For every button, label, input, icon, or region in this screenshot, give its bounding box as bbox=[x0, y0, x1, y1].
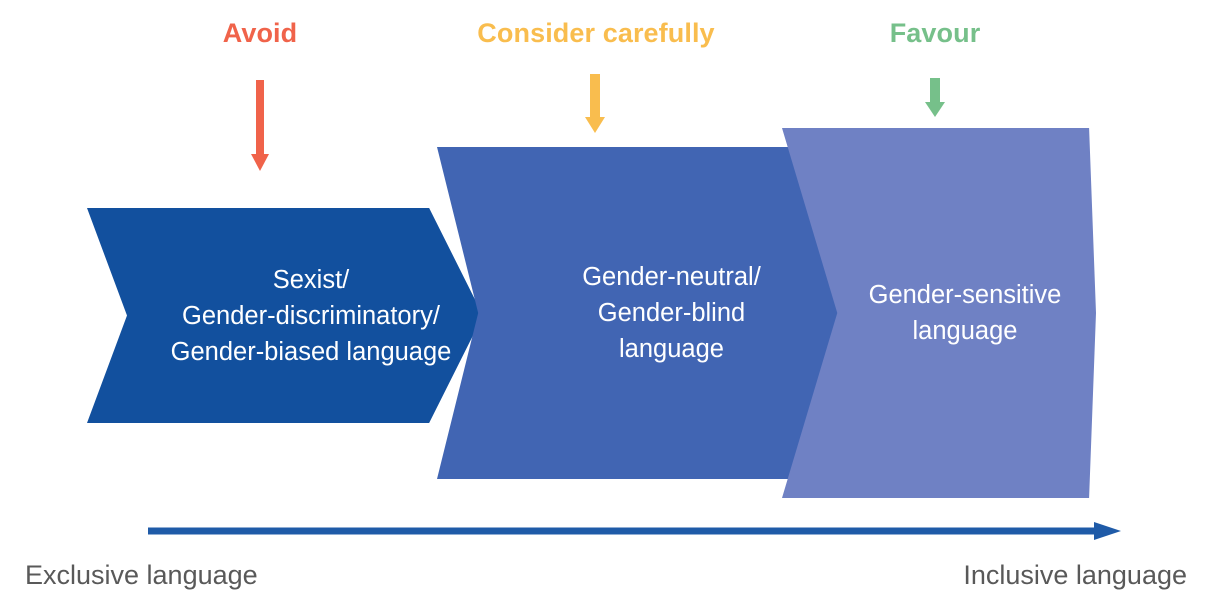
stage-2-line-3: language bbox=[619, 335, 724, 363]
stage-2-line-1: Gender-neutral/ bbox=[582, 263, 761, 291]
stage-2-line-2: Gender-blind bbox=[597, 299, 746, 327]
category-label-consider: Consider carefully bbox=[477, 18, 715, 48]
down-arrow-icon-favour bbox=[918, 78, 952, 125]
stage-3-line-1: Gender-sensitive bbox=[868, 281, 1062, 309]
axis-end-label: Inclusive language bbox=[963, 560, 1187, 590]
stage-chevron-2: Gender-neutral/ Gender-blind language bbox=[437, 147, 866, 479]
right-arrow-icon-spectrum bbox=[148, 518, 1123, 553]
stage-3-text: Gender-sensitive language bbox=[869, 277, 1062, 349]
down-arrow-icon-avoid bbox=[243, 80, 277, 180]
stage-2-text: Gender-neutral/ Gender-blind language bbox=[582, 259, 761, 367]
stage-3-line-2: language bbox=[912, 317, 1018, 345]
stage-chevron-1: Sexist/ Gender-discriminatory/ Gender-bi… bbox=[87, 208, 483, 423]
category-label-avoid: Avoid bbox=[222, 18, 298, 48]
stage-1-line-1: Sexist/ bbox=[272, 265, 350, 294]
down-arrow-icon-consider bbox=[578, 74, 612, 141]
stage-1-line-3: Gender-biased language bbox=[170, 337, 452, 366]
category-label-favour: Favour bbox=[889, 18, 981, 48]
stage-1-text: Sexist/ Gender-discriminatory/ Gender-bi… bbox=[171, 262, 452, 370]
axis-start-label: Exclusive language bbox=[25, 560, 258, 590]
stage-1-line-2: Gender-discriminatory/ bbox=[182, 301, 440, 330]
